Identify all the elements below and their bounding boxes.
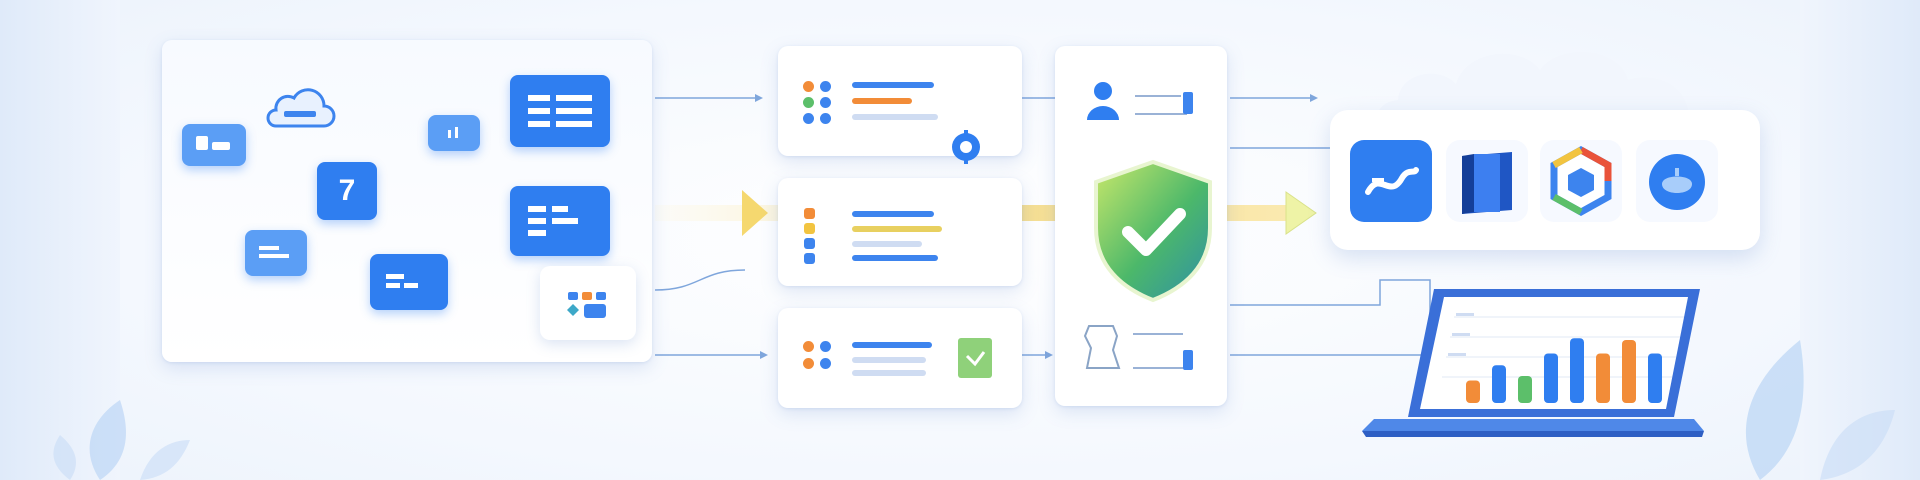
- source-node[interactable]: [182, 124, 246, 166]
- module-tile[interactable]: [540, 266, 636, 340]
- data-card-2[interactable]: [778, 178, 1022, 286]
- note-icon: [259, 246, 289, 258]
- dot-blue: [820, 97, 831, 108]
- signal-icon: [448, 127, 458, 138]
- dot-green: [803, 97, 814, 108]
- app-swirl-tile[interactable]: [1350, 140, 1432, 222]
- dot-blue: [820, 81, 831, 92]
- user-icon: [1087, 82, 1119, 120]
- beam-arrow-1: [742, 190, 768, 236]
- file-icon: [196, 136, 230, 150]
- bar-line: [852, 370, 926, 376]
- left-side-band: [0, 0, 120, 480]
- bar-line: [852, 114, 938, 120]
- dot-orange: [803, 81, 814, 92]
- dot-blue: [803, 113, 814, 124]
- cloud-icon: [266, 88, 336, 128]
- laptop-chart-bar: [1648, 353, 1662, 403]
- square-orange: [804, 208, 815, 219]
- id-field-icon: [1135, 92, 1193, 115]
- note-node[interactable]: [245, 230, 307, 276]
- laptop-chart-bar: [1466, 380, 1480, 403]
- laptop-chart-bar: [1518, 376, 1532, 403]
- text-node[interactable]: [370, 254, 448, 310]
- square-blue: [804, 238, 815, 249]
- list-icon: [528, 206, 578, 236]
- gear-badge-icon: [952, 130, 980, 164]
- right-side-band: [1800, 0, 1920, 480]
- square-blue: [804, 253, 815, 264]
- shield-check-icon: [1094, 159, 1212, 303]
- laptop-chart-bar: [1544, 353, 1558, 403]
- leaf-decoration-right: [1745, 340, 1895, 480]
- dot-blue: [820, 341, 831, 352]
- modules-icon: [567, 292, 606, 318]
- approved-tile: [958, 338, 992, 378]
- laptop-chart-bar: [1596, 353, 1610, 403]
- app-pumpkin-tile[interactable]: [1636, 140, 1718, 222]
- app-hex-icon: [1550, 145, 1612, 217]
- bar-line: [852, 82, 934, 88]
- bar-line: [852, 241, 922, 247]
- app-book-tile[interactable]: [1446, 140, 1528, 222]
- laptop-chart-bar: [1492, 365, 1506, 403]
- list-node-2[interactable]: [510, 186, 610, 256]
- list-node-1[interactable]: [510, 75, 610, 147]
- app-pumpkin-icon: [1649, 154, 1705, 210]
- bar-line: [852, 255, 938, 261]
- dot-orange: [803, 358, 814, 369]
- laptop-chart-bar: [1570, 338, 1584, 403]
- app-book-icon: [1462, 152, 1512, 214]
- app-swirl-icon: [1365, 167, 1419, 195]
- dot-orange: [803, 341, 814, 352]
- laptop-chart-bar: [1622, 340, 1636, 403]
- text-icon: [386, 274, 418, 288]
- step-number: 7: [338, 174, 356, 207]
- bar-line: [852, 211, 934, 217]
- bar-line: [852, 357, 926, 363]
- document-icon: [1083, 325, 1193, 370]
- square-yellow: [804, 223, 815, 234]
- signal-node[interactable]: [428, 115, 480, 151]
- data-card-3[interactable]: [778, 308, 1022, 408]
- leaf-decoration-left: [53, 400, 190, 480]
- list-icon: [528, 95, 592, 127]
- bar-line: [852, 342, 932, 348]
- bar-line: [852, 226, 942, 232]
- check-icon: [965, 351, 986, 367]
- beam-arrow-2: [1285, 191, 1317, 235]
- cloud-apps-panel: [1330, 110, 1760, 250]
- bar-line: [852, 98, 912, 104]
- dot-blue: [820, 113, 831, 124]
- data-card-1[interactable]: [778, 46, 1022, 156]
- step-number-node[interactable]: 7: [317, 162, 377, 220]
- laptop-icon: [1362, 289, 1704, 437]
- dot-blue: [820, 358, 831, 369]
- app-hex-tile[interactable]: [1540, 140, 1622, 222]
